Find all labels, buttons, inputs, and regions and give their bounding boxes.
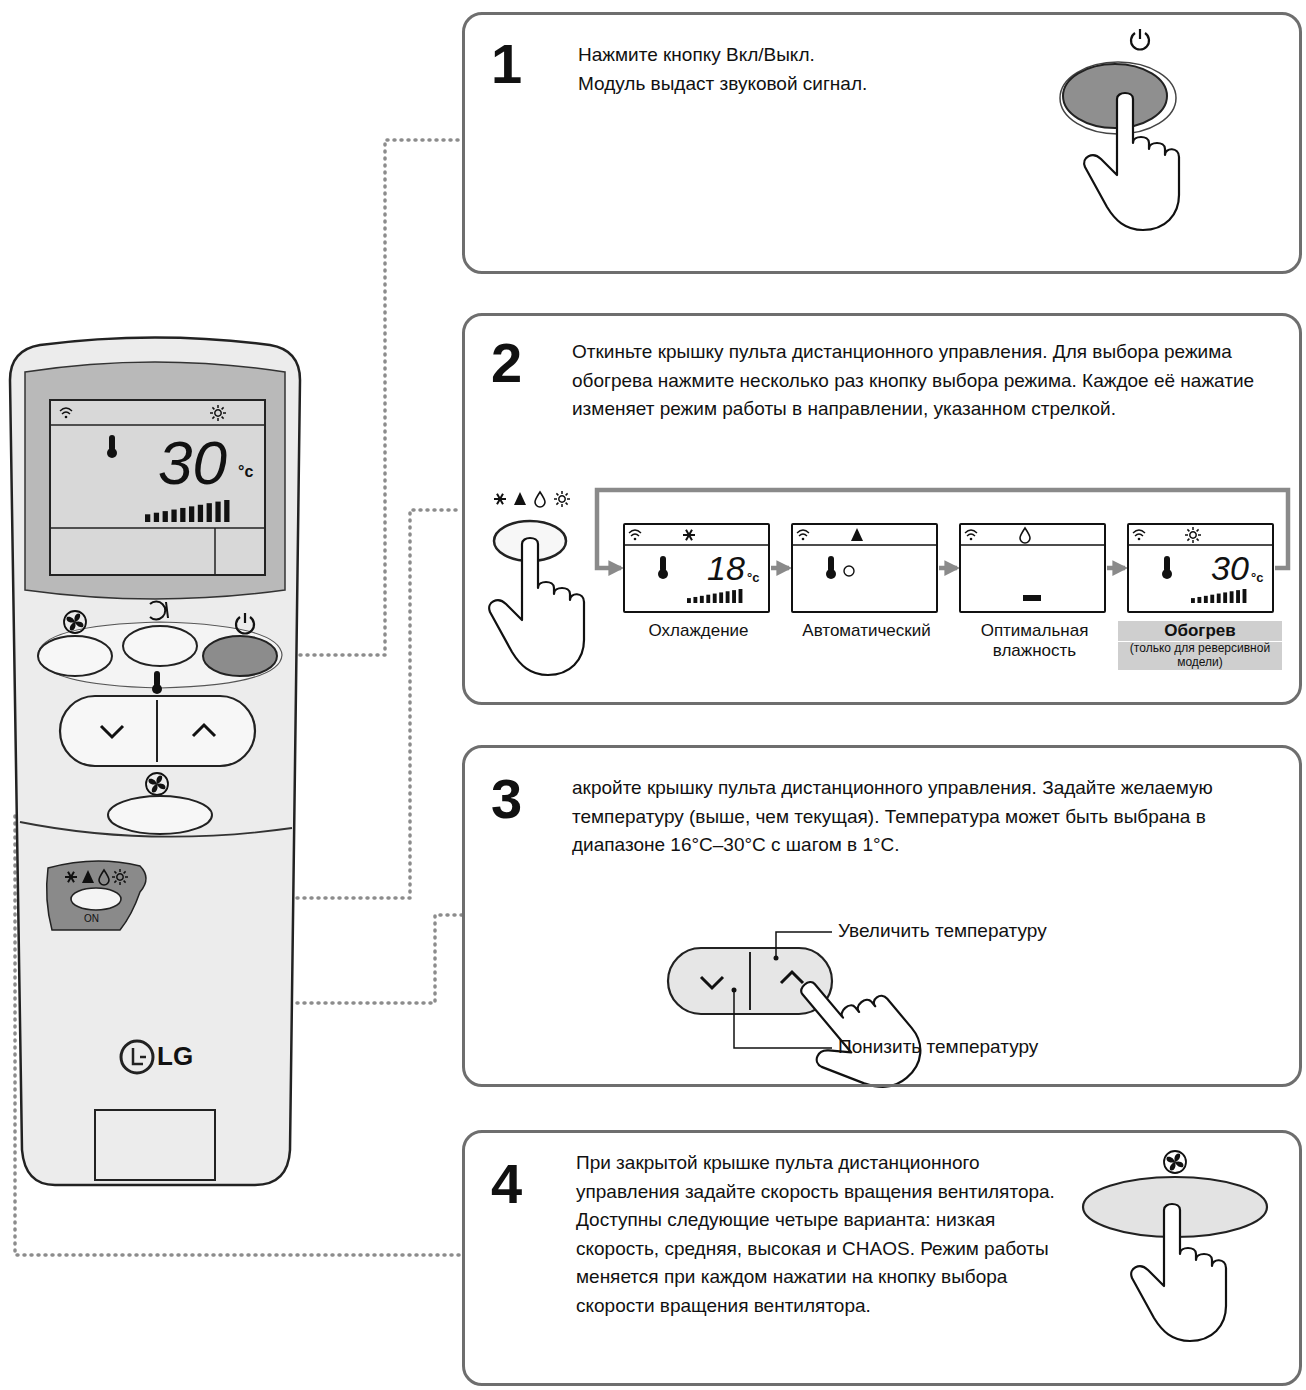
display-digits: 30	[158, 426, 227, 500]
instruction-box: 3 акройте крышку пульта дистанционного уп…	[462, 745, 1302, 1087]
unit-label: °c	[747, 571, 759, 584]
step-number: 2	[491, 332, 522, 394]
brand-logo: LG	[157, 1041, 193, 1072]
mode-display: 18°cОхлаждение	[623, 523, 770, 613]
step-number: 4	[491, 1153, 522, 1215]
mode-cycle-arrow	[771, 566, 789, 571]
instruction-box: 4 При закрытой крышке пульта дистанционно…	[462, 1130, 1302, 1386]
unit-label: °c	[1251, 571, 1263, 584]
instruction-text: акройте крышку пульта дистанционного упр…	[572, 774, 1262, 860]
mode-note: (только для реверсивной модели)	[1118, 642, 1282, 670]
mode-display: Оптимальная влажность	[959, 523, 1106, 613]
mode-cycle-arrow	[597, 490, 1288, 568]
instruction-text: При закрытой крышке пульта дистанционног…	[576, 1149, 1076, 1320]
mode-label: Обогрев	[1118, 621, 1282, 641]
step-number: 3	[491, 768, 522, 830]
mode-label: Автоматический	[783, 621, 950, 641]
display-digits: 30	[1211, 551, 1249, 585]
instruction-text: Нажмите кнопку Вкл/Выкл. Модуль выдаст з…	[578, 41, 878, 98]
mode-cycle-arrow	[939, 566, 957, 571]
mode-label: Охлаждение	[615, 621, 782, 641]
display-digits: 18	[707, 551, 745, 585]
instruction-text: Откиньте крышку пульта дистанционного уп…	[572, 338, 1287, 424]
step-number: 1	[491, 33, 522, 95]
mode-display: Автоматический	[791, 523, 938, 613]
instruction-box: 1 Нажмите кнопку Вкл/Выкл. Модуль выдаст …	[462, 12, 1302, 274]
button-label: ON	[84, 913, 99, 925]
mode-display: 30°cОбогрев(только для реверсивной модел…	[1127, 523, 1274, 613]
callout-label: Понизить температуру	[838, 1036, 1038, 1059]
mode-label: Оптимальная влажность	[951, 621, 1118, 662]
instruction-box: 2 Откиньте крышку пульта дистанционного у…	[462, 313, 1302, 705]
mode-cycle-arrow	[1107, 566, 1125, 571]
callout-label: Увеличить температуру	[838, 920, 1047, 943]
unit-label: °c	[238, 462, 253, 481]
